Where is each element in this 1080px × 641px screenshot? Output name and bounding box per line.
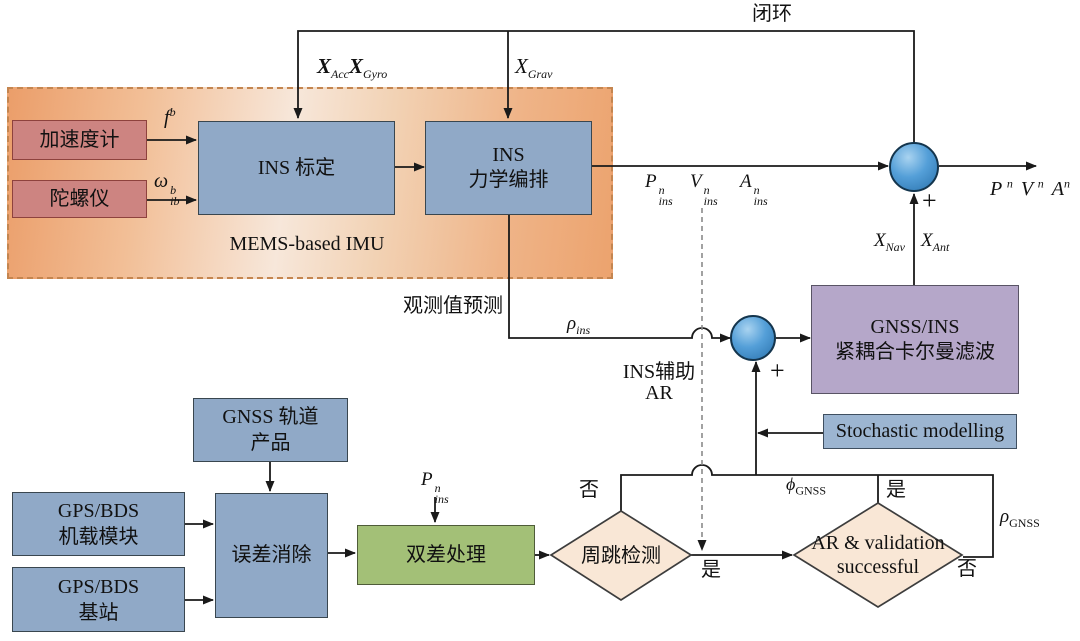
closed-loop-path <box>293 30 915 144</box>
sum-junction-output <box>889 142 939 192</box>
gps-onboard-label-line1: GPS/BDS <box>57 500 140 522</box>
ar-yes-label: 是 <box>886 479 906 501</box>
kalman-filter-box: GNSS/INS 紧耦合卡尔曼滤波 <box>811 285 1019 394</box>
x-grav-label: XGrav <box>515 54 553 82</box>
gyroscope-box: 陀螺仪 <box>12 180 147 218</box>
gps-base-label-line1: GPS/BDS <box>57 575 140 598</box>
ar-validation-label-line1: AR & validation <box>811 532 945 554</box>
sum1-plus-sign: + <box>922 186 937 215</box>
gps-onboard-box: GPS/BDS 机载模块 <box>12 492 185 556</box>
f-b-label: fb <box>164 105 176 129</box>
x-acc-label: XAcc <box>317 54 349 82</box>
accelerometer-label: 加速度计 <box>39 128 120 151</box>
ins-aided-ar-label-line1: INS辅助 <box>622 361 696 383</box>
obs-prediction-label: 观测值预测 <box>403 295 503 317</box>
x-acc-gyro-label: XAccXGyro <box>317 54 387 80</box>
x-gyro-label: XGyro <box>349 54 388 82</box>
gnss-orbit-box: GNSS 轨道 产品 <box>193 398 348 462</box>
double-difference-label: 双差处理 <box>406 543 486 566</box>
phi-rho-feedback-path <box>620 464 994 558</box>
sum-junction-measurement <box>730 315 776 361</box>
gps-base-box: GPS/BDS 基站 <box>12 567 185 632</box>
x-ant-label: XAnt <box>921 230 950 254</box>
rho-gnss-label: ρGNSS <box>1000 506 1040 530</box>
ar-validation-label-line2: successful <box>836 556 920 578</box>
error-elimination-label: 误差消除 <box>231 544 312 566</box>
accelerometer-box: 加速度计 <box>12 120 147 160</box>
gyroscope-label: 陀螺仪 <box>49 187 110 210</box>
ins-calibration-label: INS 标定 <box>257 156 336 179</box>
double-difference-box: 双差处理 <box>357 525 535 585</box>
phi-gnss-label: ϕGNSS <box>786 474 827 498</box>
mems-imu-label: MEMS-based IMU <box>229 233 385 255</box>
kalman-label-line1: GNSS/INS <box>870 315 960 338</box>
ins-calibration-box: INS 标定 <box>198 121 395 215</box>
ins-aided-ar-label: INS辅助 AR <box>623 362 695 404</box>
ins-aided-ar-label-line2: AR <box>645 382 673 404</box>
gps-base-label-line2: 基站 <box>78 601 119 624</box>
ins-mechanization-box: INS 力学编排 <box>425 121 592 215</box>
ar-validation-label: AR & validation successful <box>811 531 944 579</box>
gnss-orbit-label-line2: 产品 <box>250 432 291 454</box>
gps-onboard-label-line2: 机载模块 <box>58 526 139 548</box>
gnss-orbit-label-line1: GNSS 轨道 <box>222 406 319 428</box>
ins-mechanization-label-line1: INS <box>492 144 525 166</box>
kalman-label-line2: 紧耦合卡尔曼滤波 <box>835 340 995 363</box>
closed-loop-label: 闭环 <box>752 3 792 25</box>
sum2-plus-sign: + <box>770 356 785 385</box>
ins-mechanization-label-line2: 力学编排 <box>468 169 549 191</box>
rho-ins-label: ρins <box>567 313 591 337</box>
cycle-slip-yes-label: 是 <box>701 559 721 581</box>
cycle-slip-diamond <box>549 509 693 602</box>
ar-no-label: 否 <box>957 558 977 580</box>
cycle-slip-no-label: 否 <box>579 479 599 501</box>
a-out-label: An <box>1051 176 1070 200</box>
error-elimination-box: 误差消除 <box>215 493 328 618</box>
stochastic-modelling-box: Stochastic modelling <box>823 414 1017 449</box>
pva-output-label: P n V n An <box>990 177 1070 201</box>
cycle-slip-label: 周跳检测 <box>581 545 661 567</box>
p-out-label: P n <box>990 176 1013 200</box>
ar-validation-diamond <box>792 502 964 608</box>
obs-prediction-path <box>508 215 731 343</box>
stochastic-modelling-label: Stochastic modelling <box>835 420 1005 442</box>
v-out-label: V n <box>1020 176 1044 200</box>
x-nav-label: XNav <box>874 230 905 254</box>
